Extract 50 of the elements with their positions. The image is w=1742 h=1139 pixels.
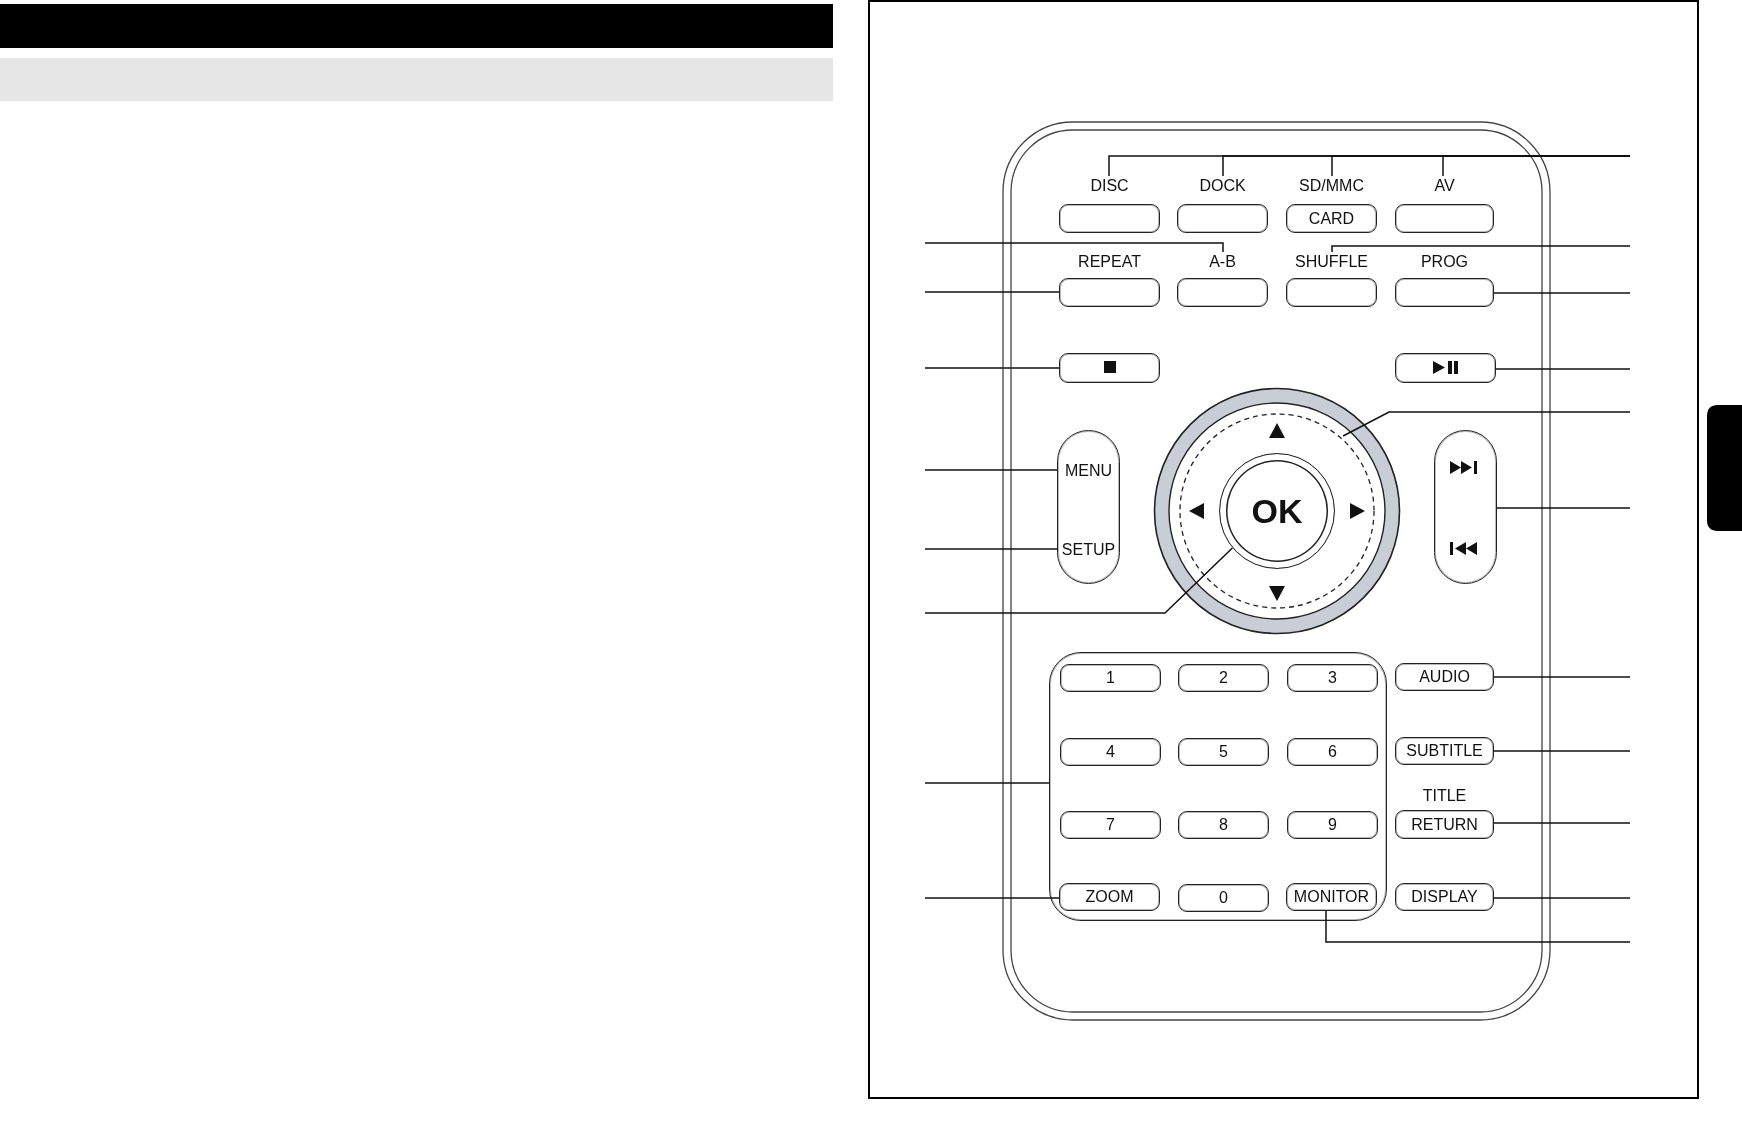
remote-button: CARD (1286, 204, 1377, 233)
button-label: SETUP (1060, 540, 1117, 560)
button-label: DISC (1089, 176, 1130, 196)
remote-button: 4 (1060, 738, 1161, 766)
leader-line (1493, 750, 1631, 752)
remote-button: 8 (1178, 811, 1269, 839)
remote-button: 3 (1287, 664, 1378, 692)
button-label: SD/MMC (1298, 176, 1365, 196)
button-label: PROG (1419, 252, 1470, 272)
remote-button: 7 (1060, 811, 1161, 839)
leader-line (924, 242, 1224, 253)
remote-button: 0 (1178, 884, 1269, 912)
remote-button: 2 (1178, 664, 1269, 692)
leader-line (1342, 411, 1631, 437)
button-label: SHUFFLE (1294, 252, 1369, 272)
remote-button (1059, 353, 1160, 383)
leader-line (1493, 822, 1631, 824)
leader-line (924, 782, 1050, 784)
remote-button: SUBTITLE (1395, 737, 1494, 765)
leader-line (924, 548, 1058, 550)
remote-button: AUDIO (1395, 663, 1494, 691)
button-label: REPEAT (1077, 252, 1142, 272)
leader-line (1331, 245, 1631, 253)
button-label: MENU (1063, 461, 1114, 481)
leader-line (1325, 910, 1631, 943)
leader-line (924, 291, 1060, 293)
leader-line (1493, 676, 1631, 678)
remote-button (1395, 353, 1496, 383)
leader-line (924, 367, 1060, 369)
button-label: AV (1433, 176, 1456, 196)
button-label: TITLE (1421, 786, 1468, 806)
remote-button: 9 (1287, 811, 1378, 839)
remote-button (1049, 652, 1387, 921)
button-label: DOCK (1198, 176, 1247, 196)
remote-button: 5 (1178, 738, 1269, 766)
leader-line (924, 897, 1060, 899)
leader-line (1442, 155, 1631, 177)
remote-button: RETURN (1395, 810, 1494, 839)
remote-button: 1 (1060, 664, 1161, 692)
leader-line (1495, 368, 1631, 370)
leader-line (1496, 507, 1631, 509)
leader-line (1493, 897, 1631, 899)
remote-button (1057, 430, 1120, 584)
remote-button: DISPLAY (1395, 883, 1494, 911)
leader-line (1493, 292, 1631, 294)
remote-button: 6 (1287, 738, 1378, 766)
remote-button (1434, 430, 1497, 584)
button-label: A-B (1208, 252, 1237, 272)
leader-line (924, 547, 1234, 614)
leader-line (924, 469, 1058, 471)
